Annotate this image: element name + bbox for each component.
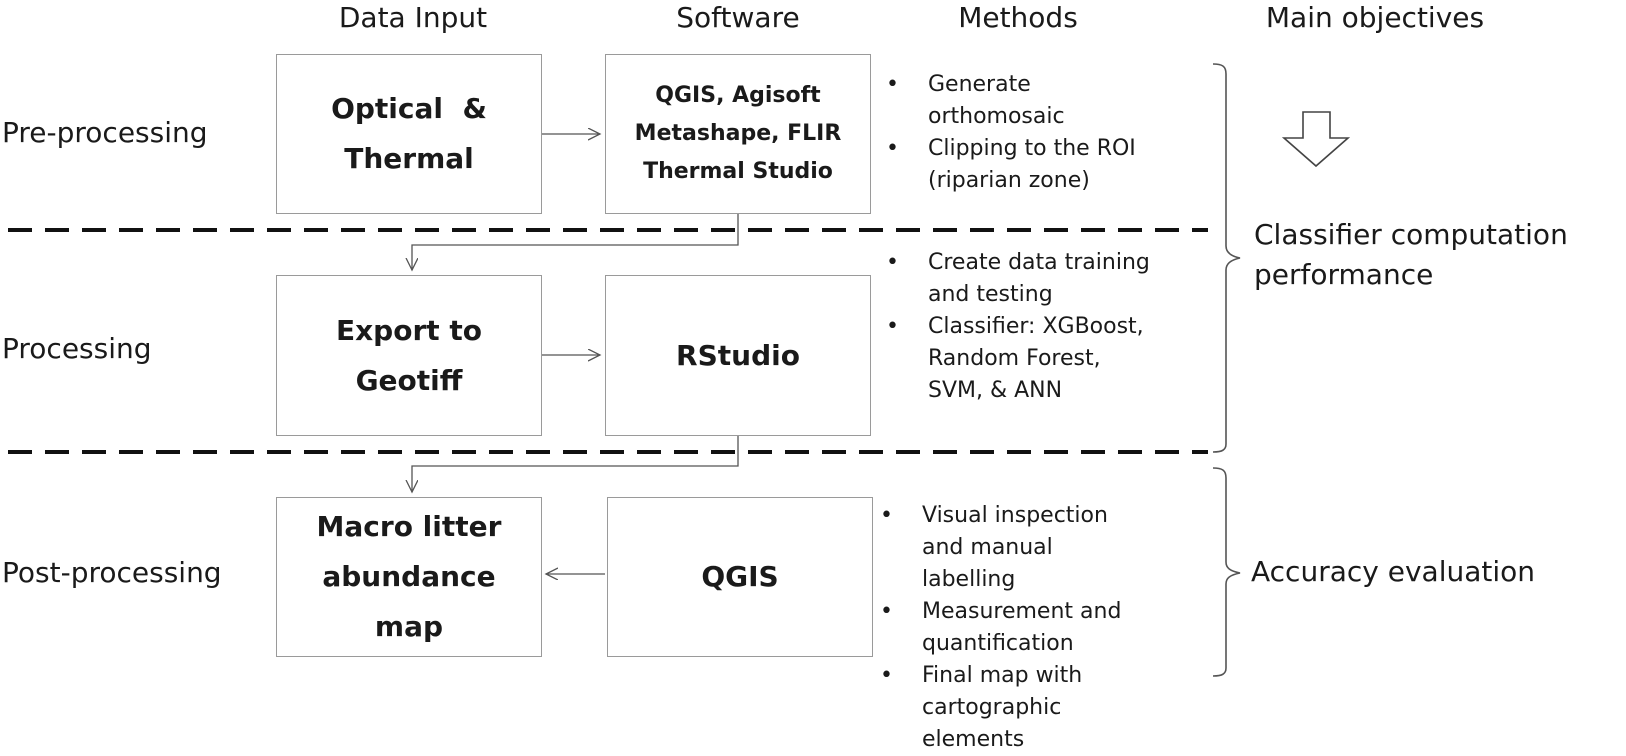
stage-pre-processing: Pre-processing: [2, 116, 208, 149]
method-text: Measurement and: [922, 599, 1122, 624]
header-main-objectives: Main objectives: [1265, 1, 1485, 34]
method-text: and manual: [922, 535, 1053, 560]
software-box-qgis: QGIS: [607, 497, 873, 657]
software-box-rstudio: RStudio: [605, 275, 871, 436]
method-text: Visual inspection: [922, 503, 1108, 528]
software-pre-line-1: QGIS, Agisoft: [655, 83, 821, 108]
methods-processing: Create data training and testing Classif…: [886, 247, 1206, 407]
method-text: elements: [922, 727, 1025, 752]
arrow-rstudio-to-map: [412, 436, 739, 492]
input-map-line-2: abundance: [322, 560, 496, 593]
input-optical-line-1: Optical &: [331, 92, 487, 125]
methods-pre-processing: Generate orthomosaic Clipping to the ROI…: [886, 69, 1206, 197]
software-rstudio-label: RStudio: [676, 338, 800, 372]
method-item: Measurement and quantification: [880, 596, 1200, 660]
method-text: Classifier: XGBoost,: [928, 314, 1144, 339]
input-box-abundance-map: Macro litter abundance map: [276, 497, 542, 657]
stage-post-processing: Post-processing: [2, 556, 222, 589]
methods-post-processing: Visual inspection and manual labelling M…: [880, 500, 1200, 756]
method-text: labelling: [922, 567, 1016, 592]
method-text: Random Forest,: [928, 346, 1101, 371]
method-text: and testing: [928, 282, 1053, 307]
method-text: Generate: [928, 72, 1031, 97]
method-text: Clipping to the ROI: [928, 136, 1136, 161]
header-methods: Methods: [958, 1, 1078, 34]
objective-classifier-performance: Classifier computation performance: [1254, 215, 1568, 295]
method-text: orthomosaic: [928, 104, 1065, 129]
input-box-optical-thermal: Optical & Thermal: [276, 54, 542, 214]
method-text: (riparian zone): [928, 168, 1090, 193]
input-optical-line-2: Thermal: [344, 142, 474, 175]
header-data-input: Data Input: [338, 1, 488, 34]
method-item: Generate orthomosaic: [886, 69, 1206, 133]
input-map-line-3: map: [374, 610, 444, 643]
software-qgis-label: QGIS: [701, 560, 779, 593]
input-export-line-1: Export to: [335, 313, 483, 347]
method-item: Visual inspection and manual labelling: [880, 500, 1200, 596]
arrow-software-to-export: [412, 214, 739, 270]
objective-classifier-line-2: performance: [1254, 258, 1434, 291]
software-pre-line-2: Metashape, FLIR: [634, 121, 842, 146]
method-text: Create data training: [928, 250, 1150, 275]
method-item: Create data training and testing: [886, 247, 1206, 311]
method-item: Clipping to the ROI (riparian zone): [886, 133, 1206, 197]
method-text: Final map with: [922, 663, 1083, 688]
method-item: Final map with cartographic elements: [880, 660, 1200, 756]
method-item: Classifier: XGBoost, Random Forest, SVM,…: [886, 311, 1206, 407]
brace-accuracy: [1212, 467, 1241, 677]
header-software: Software: [676, 1, 800, 34]
method-text: quantification: [922, 631, 1074, 656]
objective-classifier-line-1: Classifier computation: [1254, 218, 1568, 251]
stage-processing: Processing: [2, 332, 152, 365]
input-box-export-geotiff: Export to Geotiff: [276, 275, 542, 436]
software-box-qgis-agisoft-flir: QGIS, Agisoft Metashape, FLIR Thermal St…: [605, 54, 871, 214]
hollow-down-arrow: [1281, 111, 1351, 168]
software-pre-line-3: Thermal Studio: [643, 159, 833, 184]
brace-classifier: [1212, 63, 1241, 453]
input-export-line-2: Geotiff: [355, 363, 463, 397]
method-text: cartographic: [922, 695, 1062, 720]
input-map-line-1: Macro litter: [316, 510, 502, 543]
method-text: SVM, & ANN: [928, 378, 1063, 403]
objective-accuracy-evaluation: Accuracy evaluation: [1251, 555, 1536, 588]
